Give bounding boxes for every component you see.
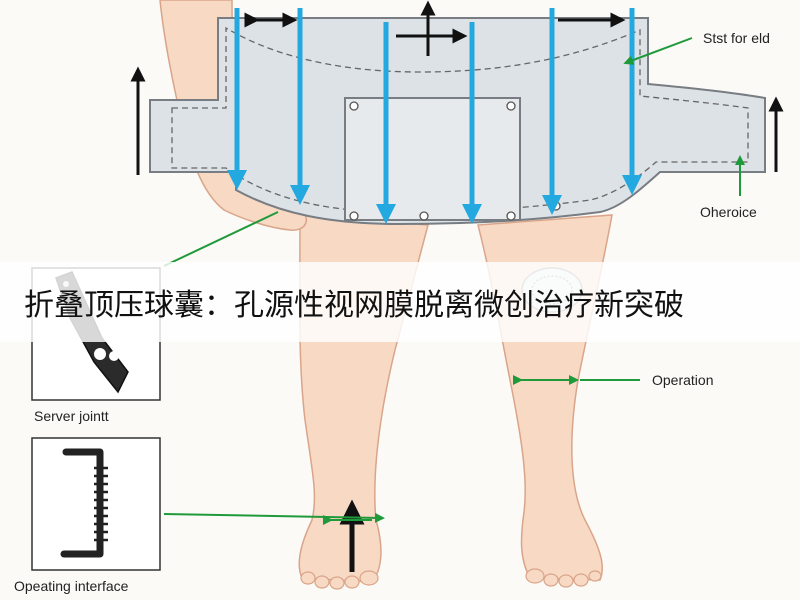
left-foot	[300, 570, 379, 590]
label-inset-1: Server jointt	[34, 408, 109, 424]
label-inset-2: Opeating interface	[14, 578, 129, 594]
label-operation: Operation	[652, 372, 714, 388]
label-top-right: Stst for eld	[703, 30, 770, 46]
page-title: 折叠顶压球囊：孔源性视网膜脱离微创治疗新突破	[24, 288, 684, 323]
blue-arrows	[227, 8, 642, 224]
right-foot	[525, 568, 602, 588]
label-right-mid: Oheroice	[700, 204, 757, 220]
green-callouts	[163, 37, 745, 525]
title-banner	[0, 262, 800, 342]
pad-stitching	[171, 26, 749, 213]
inset-operating-interface	[31, 437, 161, 571]
pad-center-plate	[344, 97, 521, 221]
black-arrows	[130, 0, 784, 572]
